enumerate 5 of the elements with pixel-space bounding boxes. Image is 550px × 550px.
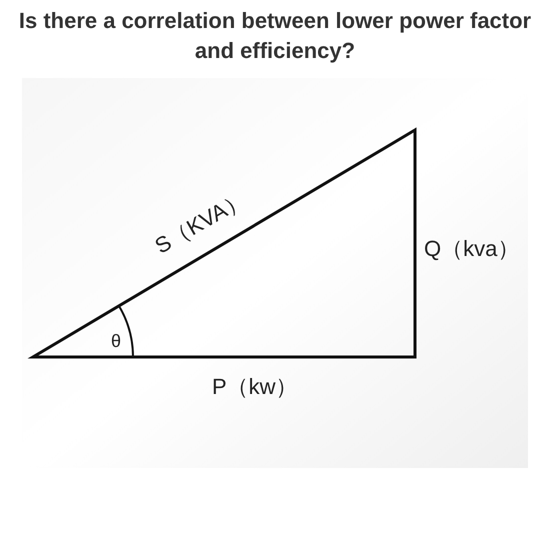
apparent-power-label: S（KVA） [150,185,252,261]
reactive-power-label: Q（kva） [424,235,520,263]
title: Is there a correlation between lower power factor and efficiency? [18,7,532,65]
real-power-label: P（kw） [212,373,298,401]
angle-label: θ [111,330,122,353]
